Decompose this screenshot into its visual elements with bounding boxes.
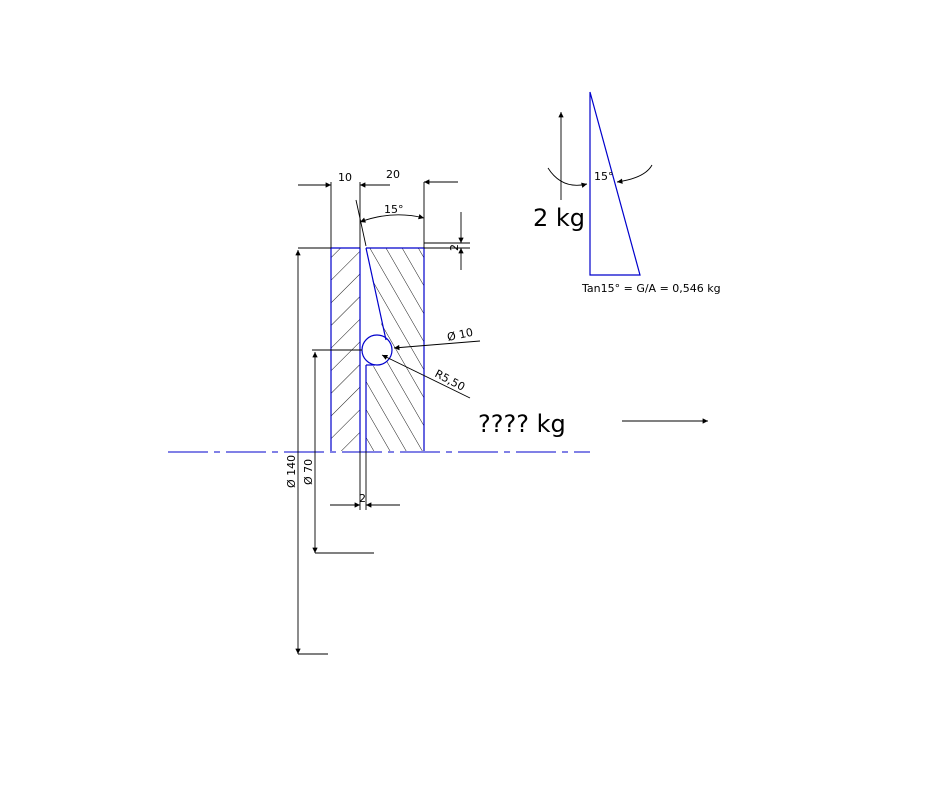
dim-angle-top: 15°: [384, 203, 404, 216]
wedge-diagram: 15° 2 kg Tan15° = G/A = 0,546 kg: [533, 91, 721, 295]
dimensions: [295, 179, 708, 655]
wedge-formula: Tan15° = G/A = 0,546 kg: [581, 282, 721, 295]
left-part-hatch: [331, 248, 360, 451]
wedge-load-label: 2 kg: [533, 204, 585, 232]
dim-gap: 2: [359, 492, 366, 505]
dim-radius: R5,50: [433, 367, 467, 394]
wedge-triangle: [589, 91, 641, 276]
dim-width-right: 20: [386, 168, 400, 181]
dim-width-left: 10: [338, 171, 352, 184]
dim-diameter-outer: Ø 140: [285, 455, 298, 488]
wedge-angle-label: 15°: [594, 170, 614, 183]
dim-diameter-inner: Ø 70: [302, 459, 315, 485]
dim-hole-diameter: Ø 10: [446, 326, 474, 344]
force-label: ???? kg: [478, 410, 566, 438]
dim-chamfer: 2: [448, 244, 461, 251]
